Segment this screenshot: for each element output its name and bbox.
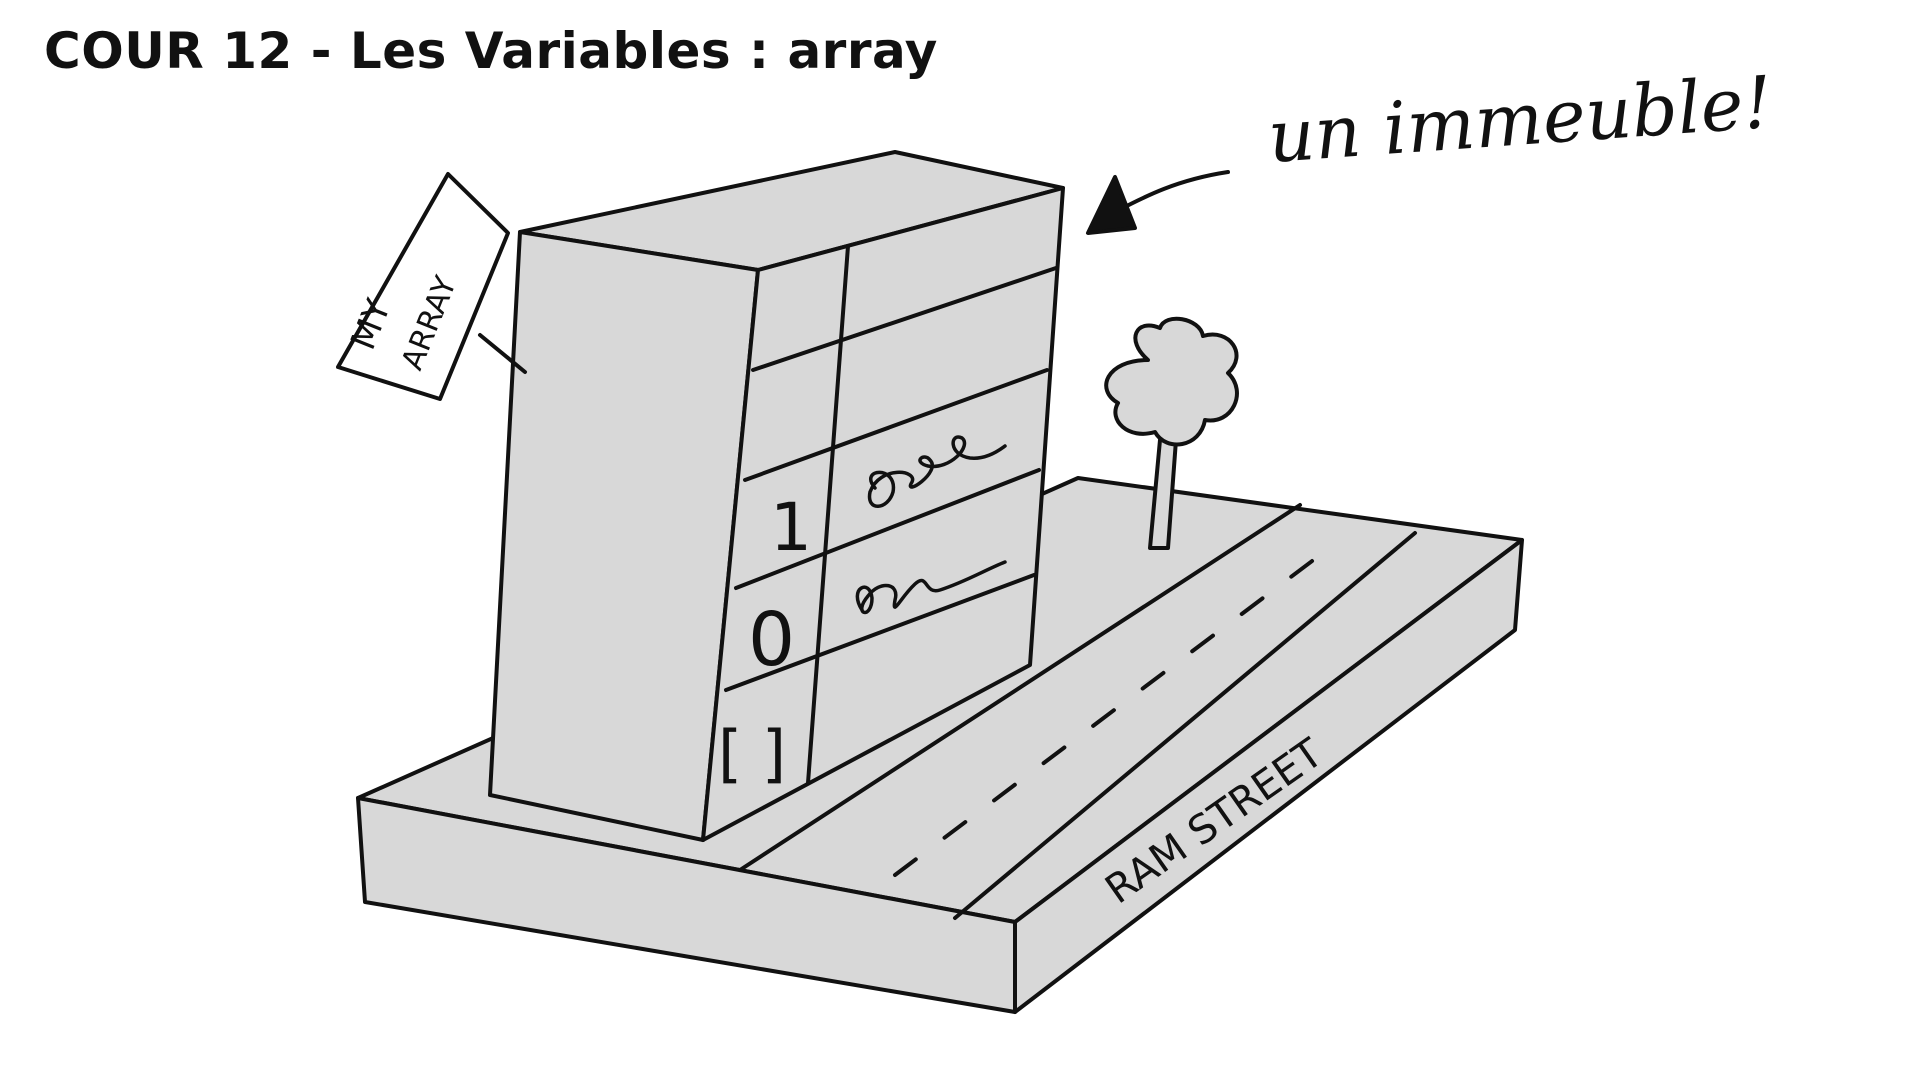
annotation-arrow-head	[1086, 175, 1137, 235]
building-column-divider	[806, 244, 850, 785]
flag-pole	[478, 333, 527, 374]
page-title: COUR 12 - Les Variables : array	[44, 22, 938, 80]
tree-canopy	[1104, 316, 1239, 447]
ground-slab-right	[1013, 538, 1524, 1014]
value-squiggle-1	[867, 435, 1007, 508]
flag	[336, 172, 510, 401]
floor-line	[751, 266, 1058, 372]
index-label-empty: [ ]	[718, 717, 786, 790]
index-label-1: 1	[770, 489, 812, 566]
floor-line	[743, 368, 1049, 482]
value-squiggle-0	[855, 560, 1007, 615]
road-edge-right	[953, 531, 1417, 920]
annotation-text: un immeuble!	[1265, 60, 1774, 179]
road-edge-left	[738, 503, 1302, 872]
annotation-arrow-shaft	[1113, 170, 1230, 214]
building-front-face	[701, 186, 1065, 842]
floor-line	[734, 468, 1041, 590]
index-label-0: 0	[748, 597, 795, 683]
building-floor-lines	[724, 266, 1058, 692]
floor-line	[724, 573, 1036, 692]
